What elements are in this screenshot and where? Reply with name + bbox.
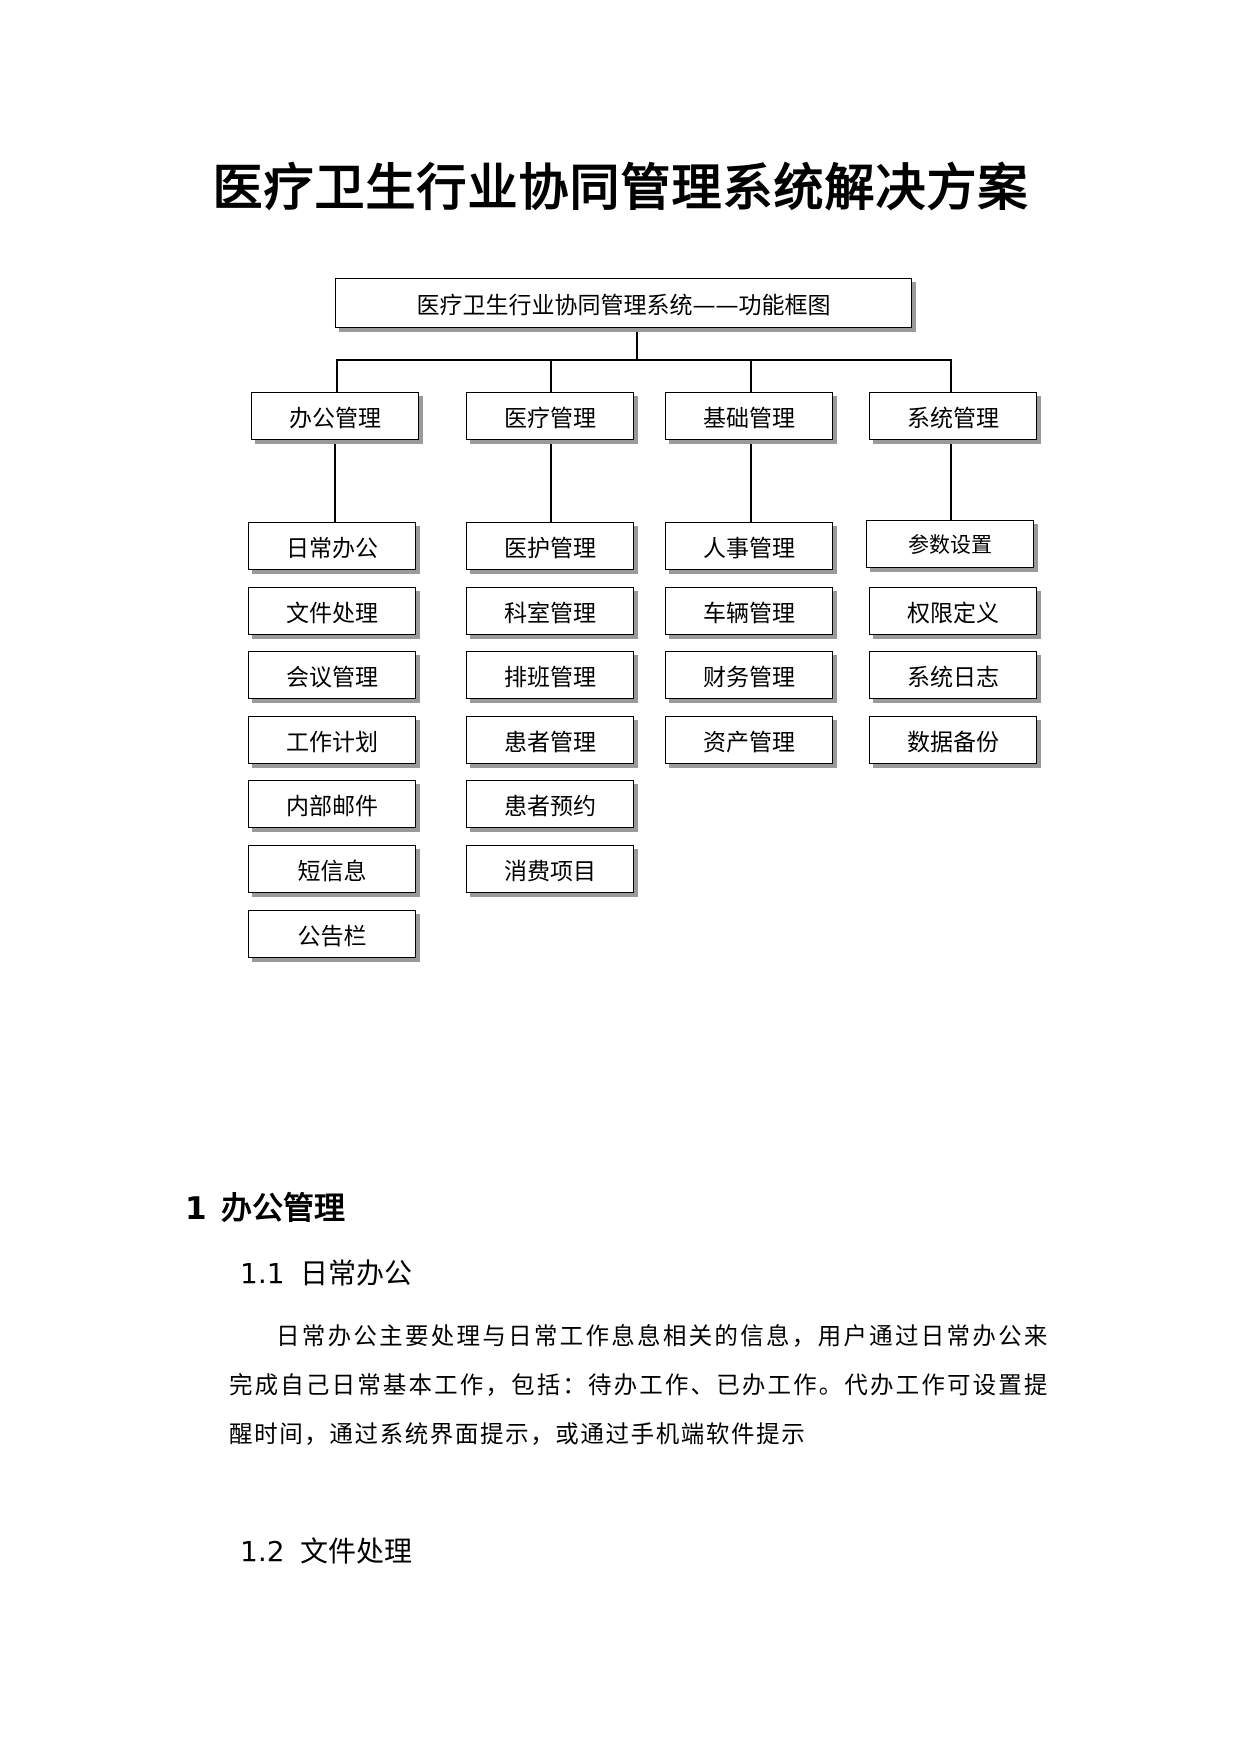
item-box: 财务管理 bbox=[665, 651, 833, 699]
item-box: 工作计划 bbox=[248, 716, 416, 764]
category-box-medical: 医疗管理 bbox=[466, 392, 634, 440]
item-box: 内部邮件 bbox=[248, 780, 416, 828]
item-box: 短信息 bbox=[248, 845, 416, 893]
item-box: 数据备份 bbox=[869, 716, 1037, 764]
item-box: 会议管理 bbox=[248, 651, 416, 699]
item-box: 患者管理 bbox=[466, 716, 634, 764]
item-box: 消费项目 bbox=[466, 845, 634, 893]
section-heading: 1 办公管理 bbox=[185, 1183, 345, 1228]
branch-drop-1 bbox=[336, 359, 338, 392]
subsection-number: 1.1 bbox=[240, 1257, 285, 1290]
column-stem-4 bbox=[950, 440, 952, 522]
section-title: 办公管理 bbox=[221, 1191, 345, 1227]
item-box: 日常办公 bbox=[248, 522, 416, 570]
item-box: 参数设置 bbox=[866, 520, 1034, 568]
category-box-system: 系统管理 bbox=[869, 392, 1037, 440]
item-box: 资产管理 bbox=[665, 716, 833, 764]
top-branch-line bbox=[336, 359, 951, 361]
branch-drop-2 bbox=[550, 359, 552, 392]
subsection-title: 日常办公 bbox=[300, 1257, 413, 1290]
item-box: 系统日志 bbox=[869, 651, 1037, 699]
column-stem-2 bbox=[550, 440, 552, 522]
column-stem-1 bbox=[334, 440, 336, 522]
item-box: 权限定义 bbox=[869, 587, 1037, 635]
item-box: 患者预约 bbox=[466, 780, 634, 828]
item-box: 公告栏 bbox=[248, 910, 416, 958]
category-box-basic: 基础管理 bbox=[665, 392, 833, 440]
branch-drop-4 bbox=[950, 359, 952, 392]
section-number: 1 bbox=[185, 1191, 207, 1227]
item-box: 医护管理 bbox=[466, 522, 634, 570]
item-box: 车辆管理 bbox=[665, 587, 833, 635]
function-diagram: 医疗卫生行业协同管理系统——功能框图 办公管理 医疗管理 基础管理 系统管理 日… bbox=[248, 278, 1037, 958]
root-stem bbox=[636, 330, 638, 360]
subsection-title: 文件处理 bbox=[300, 1535, 413, 1568]
item-box: 人事管理 bbox=[665, 522, 833, 570]
column-stem-3 bbox=[750, 440, 752, 522]
category-box-office: 办公管理 bbox=[251, 392, 419, 440]
diagram-root-box: 医疗卫生行业协同管理系统——功能框图 bbox=[335, 278, 912, 328]
item-box: 文件处理 bbox=[248, 587, 416, 635]
item-box: 排班管理 bbox=[466, 651, 634, 699]
page-title: 医疗卫生行业协同管理系统解决方案 bbox=[212, 158, 1029, 217]
item-box: 科室管理 bbox=[466, 587, 634, 635]
subsection-number: 1.2 bbox=[240, 1535, 285, 1568]
body-paragraph: 日常办公主要处理与日常工作息息相关的信息，用户通过日常办公来完成自己日常基本工作… bbox=[229, 1322, 1049, 1448]
branch-drop-3 bbox=[750, 359, 752, 392]
subsection-heading: 1.2 文件处理 bbox=[240, 1530, 412, 1570]
subsection-heading: 1.1 日常办公 bbox=[240, 1252, 412, 1292]
